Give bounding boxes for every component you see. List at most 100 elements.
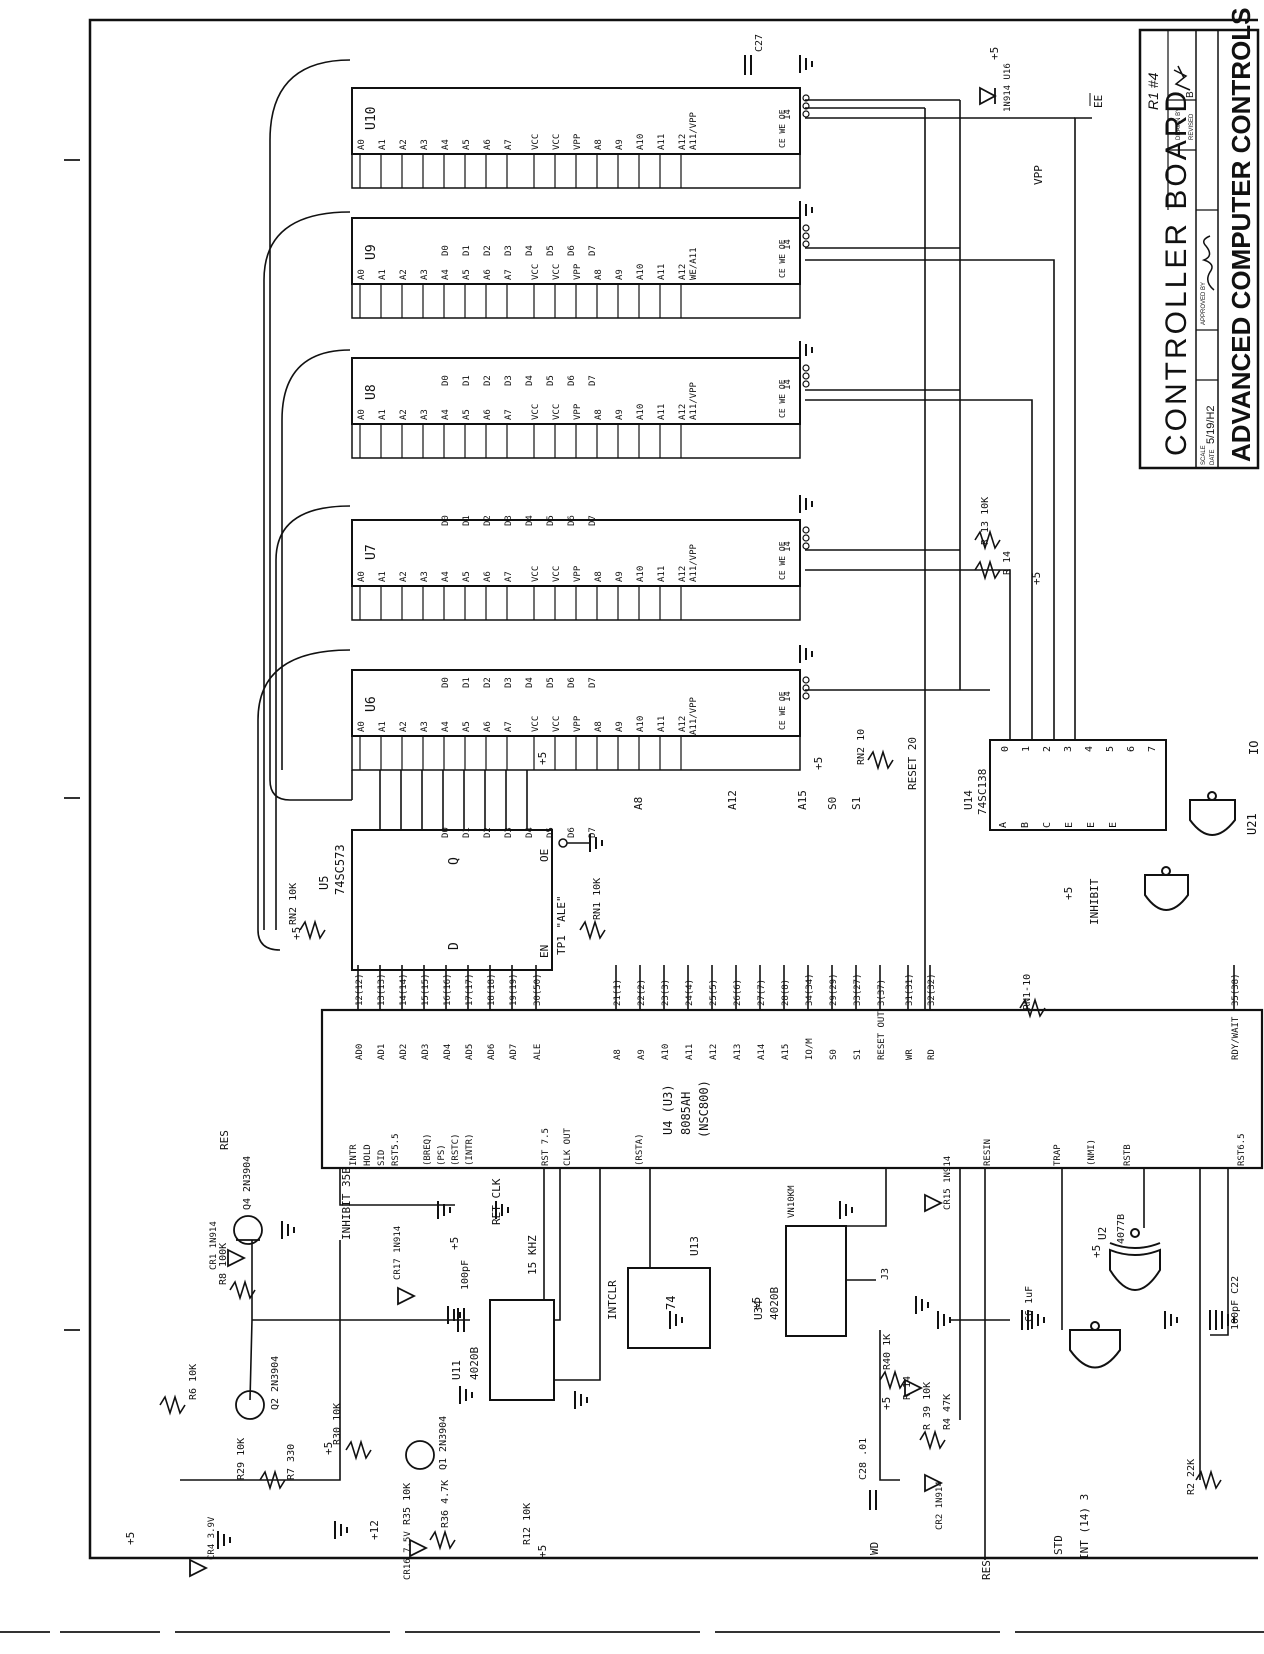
diode-label: CR16 7.5V <box>403 1531 413 1580</box>
eprom-data-pin: D1 <box>462 515 472 526</box>
eprom-data-pin: D7 <box>588 245 598 256</box>
a12-label: A12 <box>726 790 739 810</box>
eprom-addr-pin: A3 <box>420 571 430 582</box>
cpu-pin-label: A14 <box>757 1044 767 1060</box>
wd-label: WD <box>868 1542 881 1555</box>
eprom-gnd-pin: 14 <box>783 109 793 120</box>
cpu-bottom-pin-label: (INTR) <box>465 1133 475 1166</box>
eprom-addr-pin: A0 <box>357 721 367 732</box>
diode-label: CR2 1N914 <box>935 1481 945 1530</box>
reset20-label: RESET 20 <box>906 737 919 790</box>
eprom-addr-pin: VCC <box>552 134 562 150</box>
eprom-addr-pin: A12 <box>678 404 688 420</box>
eprom-addr-pin: A12 <box>678 134 688 150</box>
cpu-pin-number: 3(37) <box>877 979 887 1006</box>
date-value: 5/19/H2 <box>1205 405 1217 444</box>
cpu-pin-label: AD4 <box>443 1044 453 1060</box>
eprom-data-pin: D3 <box>504 375 514 386</box>
eprom-addr-pin: A5 <box>462 571 472 582</box>
resistor-label: R36 4.7K <box>440 1480 451 1528</box>
s0-label: S0 <box>826 797 839 810</box>
eprom-data-pin: D6 <box>567 677 577 688</box>
eprom-addr-pin: A11 <box>657 134 667 150</box>
inhibit-label: INHIBIT <box>1088 878 1101 925</box>
counter-u11-type: 4020B <box>468 1347 481 1380</box>
counter-u34-type: 4020B <box>768 1287 781 1320</box>
cpu-pin-label: AD5 <box>465 1044 475 1060</box>
inverted-pin-bubble <box>802 542 810 550</box>
eprom-data-pin: D4 <box>525 677 535 688</box>
diode-label: CR1 1N914 <box>209 1221 219 1270</box>
resistor-label: R2 22K <box>1186 1459 1197 1495</box>
diode-label: CR15 1N914 <box>943 1156 953 1210</box>
io-label: IO <box>1247 741 1261 755</box>
eprom-addr-pin: A8 <box>594 269 604 280</box>
cpu-pin-number: 33(27) <box>853 973 863 1006</box>
eprom-addr-pin: A3 <box>420 409 430 420</box>
decoder-type: 74SC138 <box>976 769 989 815</box>
eprom-addr-pin: A5 <box>462 269 472 280</box>
cpu-pin-number: 23(3) <box>661 979 671 1006</box>
eprom-data-pin: D1 <box>462 375 472 386</box>
eprom-addr-pin: VCC <box>531 264 541 280</box>
eprom-addr-pin: A11 <box>657 716 667 732</box>
counter-u34: U34 4020B VN10KM <box>752 1185 847 1337</box>
cpu-pin-label: A11 <box>685 1044 695 1060</box>
eprom-addr-pin: A0 <box>357 409 367 420</box>
inverted-pin-bubble <box>802 534 810 542</box>
transistor-q1 <box>405 1440 435 1470</box>
cpu-pin-number: 22(2) <box>637 979 647 1006</box>
plus5-label-d: +5 <box>290 927 303 940</box>
decoder-input-pin: E <box>1086 822 1097 828</box>
eprom-addr-pin: A10 <box>636 716 646 732</box>
15khz-label: 15 KHZ <box>526 1235 539 1275</box>
eprom-addr-pin: VPP <box>573 133 583 150</box>
decoder-ref: U14 <box>962 790 975 810</box>
resistor-label: RN1-10 <box>1022 974 1033 1010</box>
eprom-ref-u7: U7 <box>364 544 379 560</box>
eprom-type-u9: WE/A11 <box>689 247 699 280</box>
eprom-addr-pin: A3 <box>420 269 430 280</box>
cpu-bottom-pin-label: RSTB <box>1123 1144 1133 1166</box>
cpu-bottom-pin-label: (RSTA) <box>635 1133 645 1166</box>
cpu-bottom-pin-label: INTR <box>349 1144 359 1166</box>
eprom-data-pin: D0 <box>441 375 451 386</box>
eprom-addr-pin: A3 <box>420 139 430 150</box>
cpu-pin-label: RDY/WAIT <box>1231 1016 1241 1060</box>
eprom-addr-pin: A7 <box>504 139 514 150</box>
eprom-gnd-pin: 14 <box>783 239 793 250</box>
eprom-data-pin: D6 <box>567 245 577 256</box>
eprom-data-pin: D7 <box>588 515 598 526</box>
resistor-label: R 14 <box>1002 551 1013 575</box>
eprom-addr-pin: A1 <box>378 571 388 582</box>
ret-clk-label: RET CLK <box>490 1178 503 1225</box>
eprom-gnd-pin: 14 <box>783 541 793 552</box>
flipflop-ref: U13 <box>688 1236 701 1256</box>
cpu-pin-label: RD <box>927 1049 937 1060</box>
cpu-bottom-pin-label: CLK OUT <box>563 1127 573 1166</box>
cpu-pin-number: 15(15) <box>421 973 431 1006</box>
eprom-data-pin: D5 <box>546 677 556 688</box>
int-label: INT (14) 3 <box>1078 1494 1091 1560</box>
eprom-addr-pin: A0 <box>357 269 367 280</box>
drawing-title: CONTROLLER BOARD <box>1160 88 1193 456</box>
lower-wiring <box>180 1168 1229 1560</box>
cpu-pin-number: 35(38) <box>1231 973 1241 1006</box>
eprom-gnd-pin: 14 <box>783 691 793 702</box>
ee-label: EE <box>1092 95 1105 108</box>
eprom-data-pin: D7 <box>588 827 598 838</box>
cpu-pin-label: RESET OUT <box>877 1011 887 1060</box>
inverted-pin-bubble <box>802 110 810 118</box>
cpu-ref: U4 (U3) <box>661 1084 675 1135</box>
resistor-zigzags <box>159 529 1222 1551</box>
cpu-pin-label: AD7 <box>509 1044 519 1060</box>
cpu-pin-number: 26(6) <box>733 979 743 1006</box>
gate-u21-ref: U21 <box>1245 813 1259 835</box>
eprom-type-u6: A11/VPP <box>689 696 699 735</box>
eprom-type-u10: A11/VPP <box>689 111 699 150</box>
resistor-label: R4 47K <box>942 1394 953 1430</box>
resistor-label: R30 10K <box>332 1403 343 1445</box>
eprom-addr-pin: A5 <box>462 721 472 732</box>
eprom-addr-pin: A8 <box>594 721 604 732</box>
